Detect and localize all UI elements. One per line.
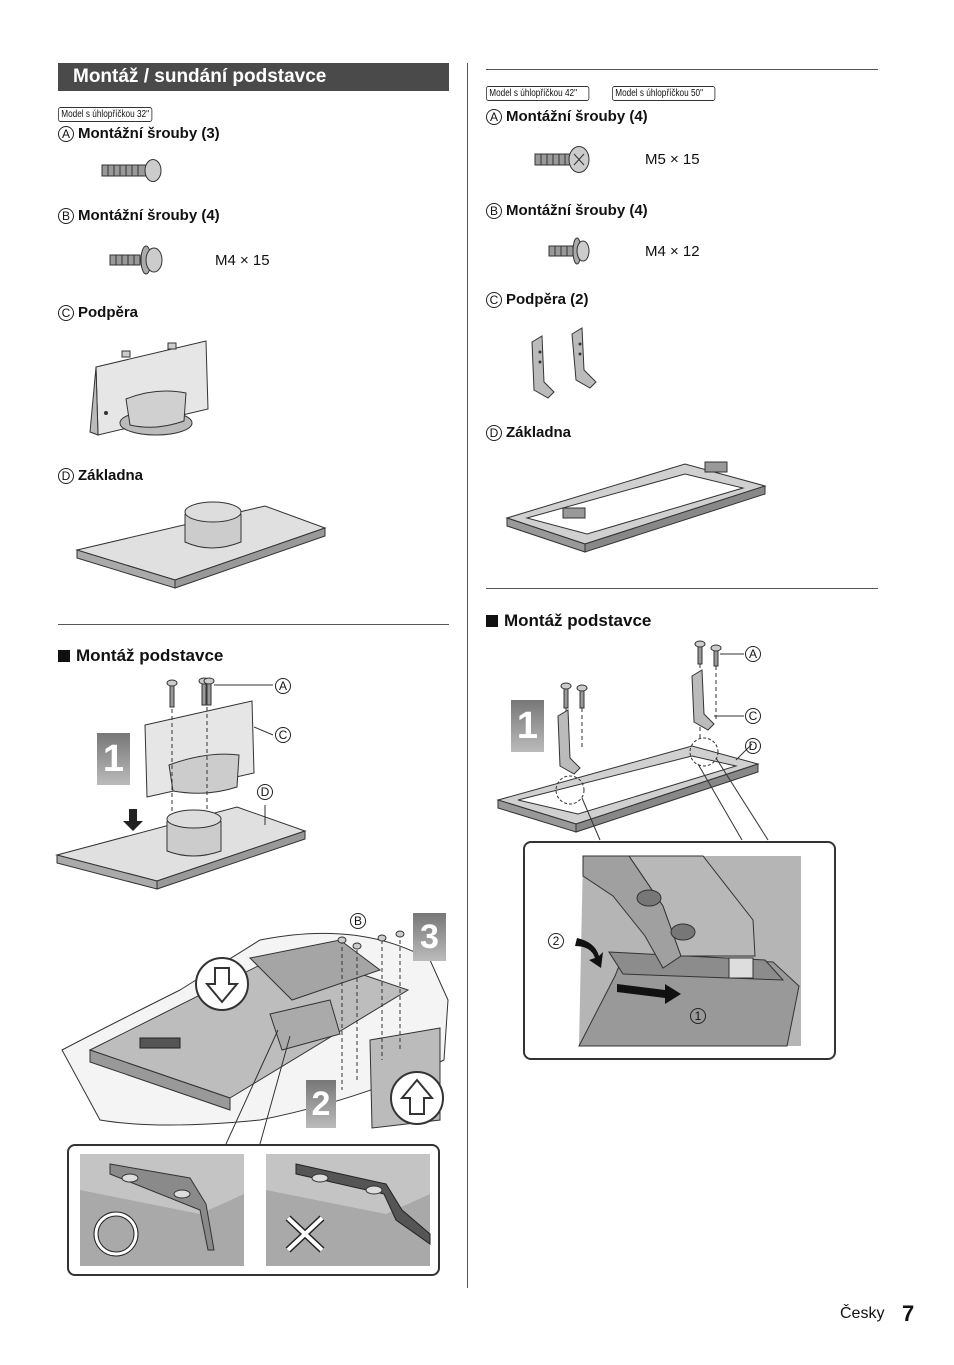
callout-c-right: C (745, 708, 761, 724)
frame-base-illustration (505, 461, 767, 553)
footer-language: Česky (840, 1305, 885, 1322)
sub-step-2-badge: 2 (548, 933, 564, 949)
screw-a-illustration (101, 159, 162, 182)
section-title-bar: Montáž / sundání podstavce (58, 63, 449, 91)
model-tag-32: Model s úhlopříčkou 32" (58, 104, 173, 122)
spec-b-left: M4 × 15 (215, 252, 270, 269)
correct-detail-illustration (80, 1154, 244, 1266)
supports-illustration (531, 327, 597, 399)
model-tags-right: Model s úhlopříčkou 42" Model s úhlopříč… (486, 86, 738, 101)
page-number: 7 (902, 1301, 915, 1326)
callout-d-right: D (745, 738, 761, 754)
wrong-detail-illustration (266, 1154, 431, 1266)
callout-a-left: A (275, 678, 291, 694)
section-assembly-right: Montáž podstavce (486, 611, 651, 631)
step-1-badge-left: 1 (97, 733, 130, 785)
latch-detail-illustration (575, 855, 801, 1047)
detail-box-right (523, 841, 836, 1060)
callout-a-right: A (745, 646, 761, 662)
detail-box-left (67, 1144, 440, 1276)
spec-a-right: M5 × 15 (645, 151, 700, 168)
support-illustration (89, 340, 209, 436)
assembly-step-1-right (496, 640, 769, 841)
divider-left (58, 624, 449, 625)
step-3-badge: 3 (413, 913, 446, 961)
step-1-badge-right: 1 (511, 700, 544, 752)
model-tag-50: Model s úhlopříčkou 50" (612, 86, 716, 101)
callout-b-left: B (350, 913, 366, 929)
sub-step-1-badge: 1 (690, 1008, 706, 1024)
divider-right-mid (486, 588, 878, 589)
assembly-step-2-3-left (61, 930, 449, 1145)
section-assembly-left: Montáž podstavce (58, 646, 223, 666)
spec-b-right: M4 × 12 (645, 243, 700, 260)
callout-c-left: C (275, 727, 291, 743)
divider-right-top (486, 69, 878, 70)
screw-b-illustration (109, 245, 163, 275)
assembly-step-1-left (55, 677, 307, 890)
base-illustration (75, 501, 327, 589)
callout-d-left: D (257, 784, 273, 800)
step-2-badge: 2 (306, 1080, 336, 1128)
screw-m4-illustration (548, 237, 590, 265)
model-tag-42: Model s úhlopříčkou 42" (486, 86, 590, 101)
screw-m5-illustration (534, 146, 590, 173)
column-divider (467, 63, 468, 1288)
